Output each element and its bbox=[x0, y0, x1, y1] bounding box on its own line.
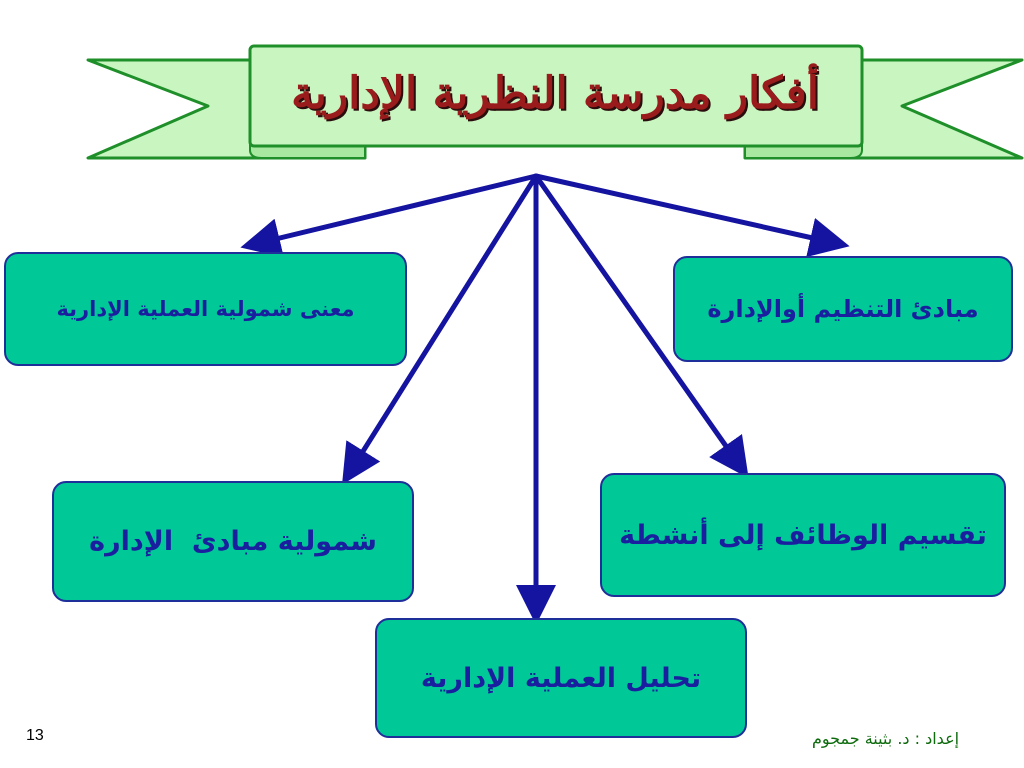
node-meaning: معنى شمولية العملية الإدارية bbox=[4, 252, 407, 366]
node-comprehensiveness-label: شمولية مبادئ الإدارة bbox=[89, 526, 377, 557]
page-number: 13 bbox=[26, 727, 44, 744]
node-principles-label: مبادئ التنظيم أوالإدارة bbox=[707, 295, 979, 323]
arrow-to-principles bbox=[533, 173, 850, 258]
author-credit: إعداد : د. بثينة جمجوم bbox=[812, 729, 960, 748]
node-analysis: تحليل العملية الإدارية bbox=[375, 618, 747, 738]
node-principles: مبادئ التنظيم أوالإدارة bbox=[673, 256, 1013, 362]
banner-center bbox=[248, 44, 864, 148]
title-banner bbox=[86, 44, 1024, 160]
arrow-to-meaning bbox=[240, 173, 539, 258]
arrow-to-division bbox=[533, 173, 749, 479]
node-comprehensiveness: شمولية مبادئ الإدارة bbox=[52, 481, 414, 602]
node-analysis-label: تحليل العملية الإدارية bbox=[420, 662, 702, 694]
connectors bbox=[240, 173, 850, 625]
node-division: تقسيم الوظائف إلى أنشطة bbox=[600, 473, 1006, 597]
node-division-label: تقسيم الوظائف إلى أنشطة bbox=[619, 519, 987, 551]
node-meaning-label: معنى شمولية العملية الإدارية bbox=[56, 297, 355, 321]
slide-title: أفكار مدرسة النظرية الإدارية bbox=[291, 67, 819, 119]
arrow-to-comprehensiveness bbox=[342, 173, 539, 485]
